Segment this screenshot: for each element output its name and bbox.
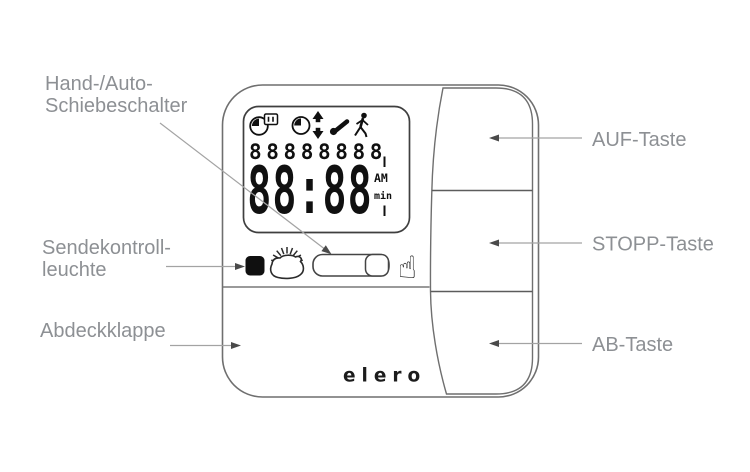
sende-label-line2: leuchte (42, 259, 107, 281)
hand-auto-label-line2: Schiebeschalter (45, 95, 188, 117)
sende-label-line1: Sendekontroll- (42, 237, 171, 259)
control-row: ☝ (245, 247, 417, 286)
sun-auto-icon (269, 247, 305, 280)
ab-button (431, 293, 532, 392)
lcd-frame (242, 105, 411, 234)
callouts: Hand-/Auto- Schiebeschalter Sendekontrol… (40, 73, 714, 356)
abdeckklappe-label: Abdeckklappe (40, 320, 166, 342)
stopp-taste-label: STOPP-Taste (592, 234, 714, 256)
abdeckklappe-arrowhead (231, 342, 241, 349)
lcd-small-digits: 88888888 (249, 140, 387, 164)
button-panel (429, 87, 534, 395)
stopp-arrowhead (489, 239, 499, 247)
lcd-time-digits: 88:88 (247, 153, 372, 229)
ab-taste-label: AB-Taste (592, 334, 673, 356)
hand-auto-arrowhead (321, 245, 332, 255)
auf-button (432, 90, 531, 189)
lcd-meridiem: AM (374, 171, 388, 185)
timer-device: 88888888 88:88 AM min (221, 84, 540, 398)
timer-date-clock-icon (249, 113, 279, 136)
send-control-led (245, 256, 265, 276)
sende-arrowhead (235, 263, 245, 270)
hand-auto-label-line1: Hand-/Auto- (45, 73, 153, 95)
lcd-icon-row (249, 111, 369, 139)
lcd-display: 88888888 88:88 AM min (242, 105, 411, 234)
auto-program-clock-icon (291, 111, 324, 139)
brand-logo: elero (343, 366, 426, 387)
slide-switch-knob (364, 253, 390, 277)
lcd-minutes-label: min (374, 190, 392, 202)
ab-arrowhead (489, 340, 499, 347)
lcd-time-group: 88:88 (247, 153, 372, 229)
hand-auto-leader-line (159, 122, 325, 249)
stopp-button (431, 192, 532, 290)
walking-person-icon (354, 112, 369, 138)
auf-arrowhead (489, 134, 499, 142)
key-icon (329, 119, 350, 136)
hand-manual-icon: ☝ (398, 250, 417, 286)
hand-auto-slide-switch (312, 253, 390, 277)
auf-taste-label: AUF-Taste (592, 129, 686, 151)
